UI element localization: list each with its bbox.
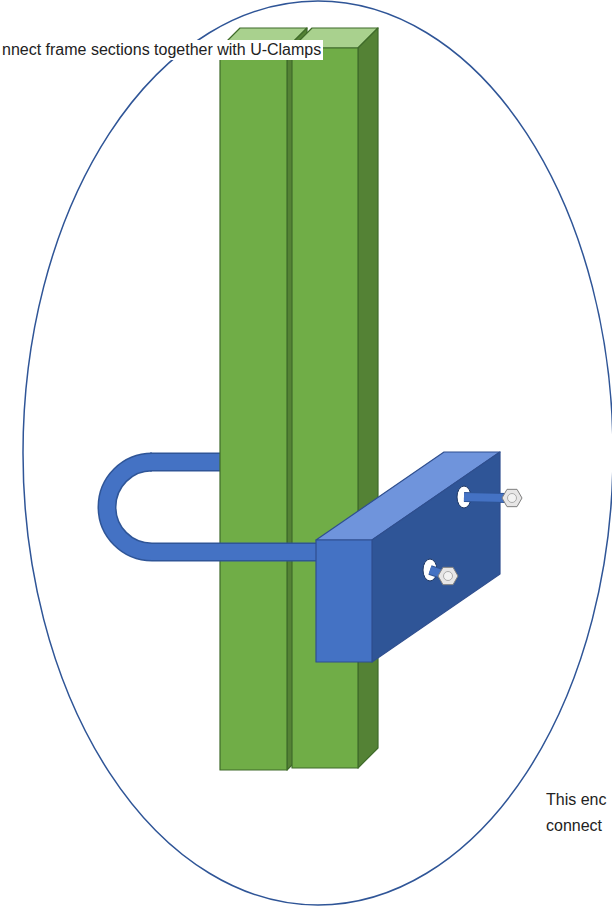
side-note: This enc	[546, 790, 606, 810]
u-bolt	[107, 462, 318, 552]
nut-bore	[508, 494, 517, 503]
frame-bar	[292, 28, 378, 768]
nut-bore	[444, 572, 453, 581]
detail-ellipse	[23, 1, 612, 905]
threaded-stud	[430, 497, 506, 574]
clamp-plate	[316, 452, 500, 662]
u-bolt-rear	[150, 462, 226, 463]
hex-nut	[502, 489, 522, 506]
heading-note: nnect frame sections together with U-Cla…	[0, 40, 323, 60]
hex-nut	[438, 567, 458, 584]
hex-nut	[438, 489, 522, 584]
side-note: connect	[546, 816, 602, 836]
bolt-hole	[423, 486, 471, 581]
